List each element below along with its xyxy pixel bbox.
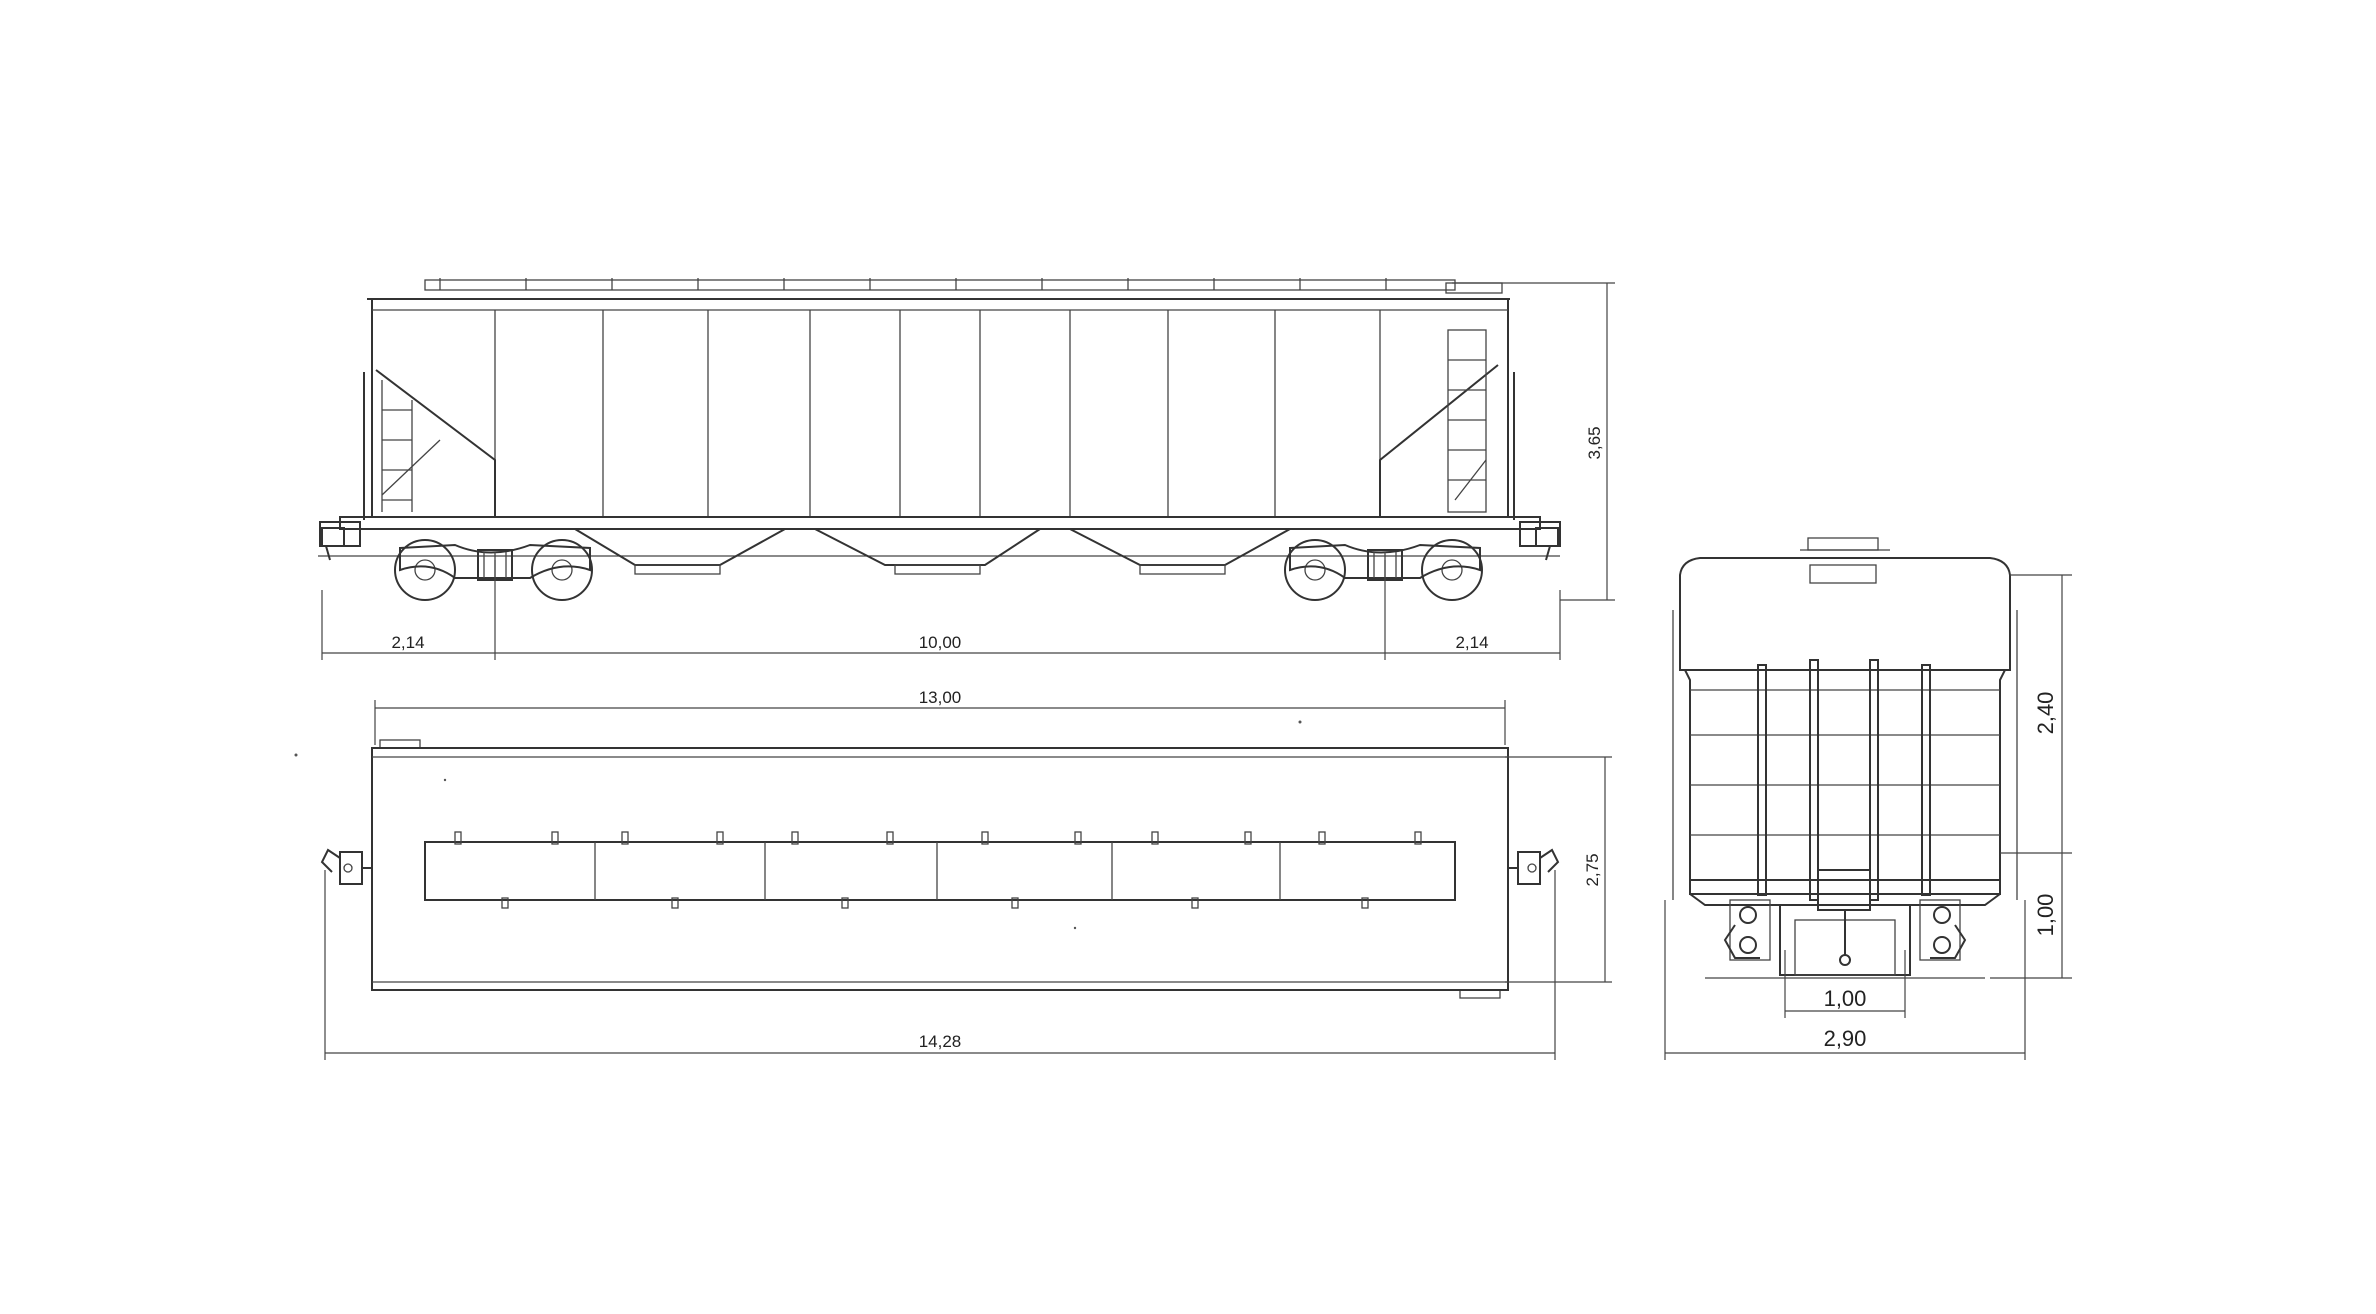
end-body-slats <box>1690 689 2000 836</box>
top-total-dimension <box>324 870 1556 1060</box>
end-view: 1,00 2,90 2,40 1,00 <box>1664 537 2072 1060</box>
hatch-pin <box>1191 897 1199 909</box>
dim-total-width: 2,90 <box>1824 1026 1867 1051</box>
top-view: 13,00 14,28 <box>320 688 1612 1060</box>
top-hatch <box>1459 989 1501 999</box>
end-body <box>1683 669 2007 881</box>
hatch-pin <box>1011 897 1019 909</box>
hatch-pin <box>716 831 724 845</box>
roof-hatch-dividers <box>454 831 1422 909</box>
dim-gauge: 1,00 <box>1824 986 1867 1011</box>
top-width-dimension <box>1505 756 1612 983</box>
height-dimension <box>1452 282 1615 601</box>
hatch-pin <box>1318 831 1326 845</box>
roof-walkway <box>424 279 1456 291</box>
car-body <box>371 298 1509 518</box>
end-underframe <box>1689 879 2001 895</box>
left-ladder <box>381 380 441 512</box>
hatch-pin <box>1074 831 1082 845</box>
dim-overhang-left: 2,14 <box>391 633 424 652</box>
hoppers <box>574 528 1291 575</box>
wheel-hub <box>1304 559 1326 581</box>
top-length-dimension <box>374 700 1506 745</box>
dim-body-height: 2,40 <box>2033 692 2058 735</box>
hatch-pin <box>671 897 679 909</box>
side-dimension-chain <box>321 560 1561 660</box>
dim-lower-height: 1,00 <box>2033 894 2058 937</box>
hatch-pin <box>1361 897 1369 909</box>
gauge-dimension <box>1784 950 1906 1018</box>
hatch-pin <box>621 831 629 845</box>
end-roof <box>1679 557 2011 671</box>
hatch-pin <box>551 831 559 845</box>
hatch-pin <box>1151 831 1159 845</box>
end-roof-hatch <box>1807 537 1879 551</box>
bogie-frame <box>399 543 591 579</box>
right-coupler <box>1535 527 1559 561</box>
dim-wheelbase: 10,00 <box>919 633 962 652</box>
end-body-posts <box>1757 659 1931 901</box>
side-view: 2,14 10,00 2,14 3,65 <box>318 278 1615 660</box>
hatch-pin <box>981 831 989 845</box>
underframe-sill <box>339 516 1541 530</box>
wheel <box>531 539 593 601</box>
hatch-pin <box>841 897 849 909</box>
left-coupler <box>321 527 345 561</box>
dim-total-length: 14,28 <box>919 1032 962 1051</box>
roof-posts <box>439 278 1387 290</box>
right-end-slope <box>1379 364 1499 517</box>
left-brake-gear <box>1723 906 1760 959</box>
hatch-pin <box>1414 831 1422 845</box>
wheel <box>1421 539 1483 601</box>
right-brake-gear <box>1930 906 1967 959</box>
wheel-hub <box>1441 559 1463 581</box>
end-placard <box>1809 564 1877 584</box>
left-coupler-top <box>320 848 372 885</box>
hatch-pin <box>791 831 799 845</box>
right-ladder <box>1447 329 1487 513</box>
hatch-pin <box>501 897 509 909</box>
roof-hatch-strip <box>424 841 1456 901</box>
car-outline-top <box>371 747 1509 991</box>
end-height-dimensions <box>1990 574 2072 979</box>
end-bogie <box>1729 899 1961 976</box>
left-end-slope <box>375 369 496 517</box>
dim-body-length: 13,00 <box>919 688 962 707</box>
dim-width: 2,75 <box>1583 853 1602 886</box>
wheel <box>394 539 456 601</box>
top-hatch <box>379 739 421 749</box>
wheel-hub <box>551 559 573 581</box>
hatch-pin <box>454 831 462 845</box>
dim-height: 3,65 <box>1585 426 1604 459</box>
right-coupler-top <box>1508 848 1560 885</box>
wheel-hub <box>414 559 436 581</box>
left-bogie <box>394 539 593 601</box>
right-bogie <box>1284 539 1483 601</box>
hatch-pin <box>1244 831 1252 845</box>
end-width-dimension <box>1664 900 2026 1060</box>
scan-specks <box>294 720 1302 930</box>
dim-overhang-right: 2,14 <box>1455 633 1488 652</box>
bogie-frame <box>1289 543 1481 579</box>
body-panels <box>494 310 1381 517</box>
wheel <box>1284 539 1346 601</box>
hatch-pin <box>886 831 894 845</box>
